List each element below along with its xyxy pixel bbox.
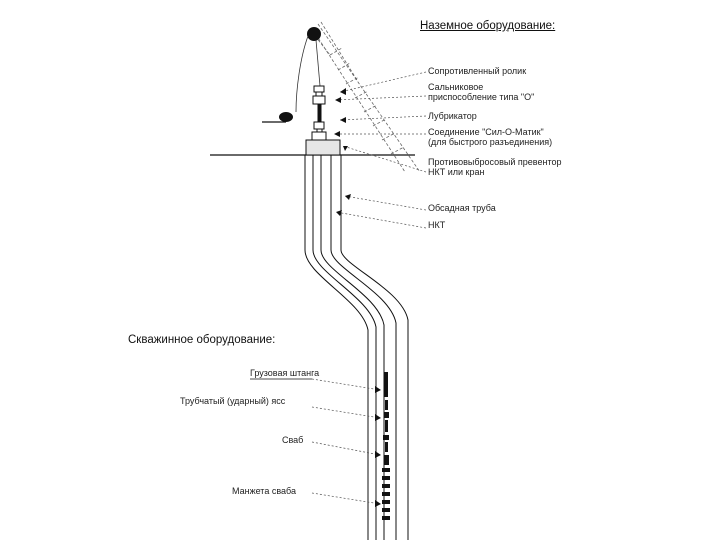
label-quick-union: Соединение "Сил-О-Матик" (для быстрого р… [428,127,553,147]
label-sinker-bar: Грузовая штанга [250,368,320,378]
downhole-arrowheads [375,386,381,507]
mast [311,21,421,173]
surface-leaders [334,71,427,229]
label-sheave: Сопротивленный ролик [428,66,527,76]
cable-to-stuffing-box [315,39,321,87]
label-tubing: НКТ [428,220,446,230]
surface-equipment-heading: Наземное оборудование: [420,20,556,32]
label-bop: Противовыбросовый превентор НКТ или кран [428,157,562,177]
label-stuffing-box: Сальниковое приспособление типа "О" [428,82,535,102]
label-swab-cup: Манжета сваба [232,486,296,496]
well-bore [304,155,409,540]
wellhead-stack [305,85,341,156]
tool-string [382,372,390,520]
surface-arrowheads [334,88,351,216]
winch-drum [279,112,293,122]
downhole-equipment-heading: Скважинное оборудование: [128,334,276,346]
sheave-wheel [307,27,321,41]
label-lubricator: Лубрикатор [428,111,477,121]
downhole-leaders [250,378,381,505]
cable [295,35,309,113]
label-tubular-jar: Трубчатый (ударный) ясс [180,396,286,406]
label-casing: Обсадная труба [428,203,496,213]
label-swab: Сваб [282,435,304,445]
